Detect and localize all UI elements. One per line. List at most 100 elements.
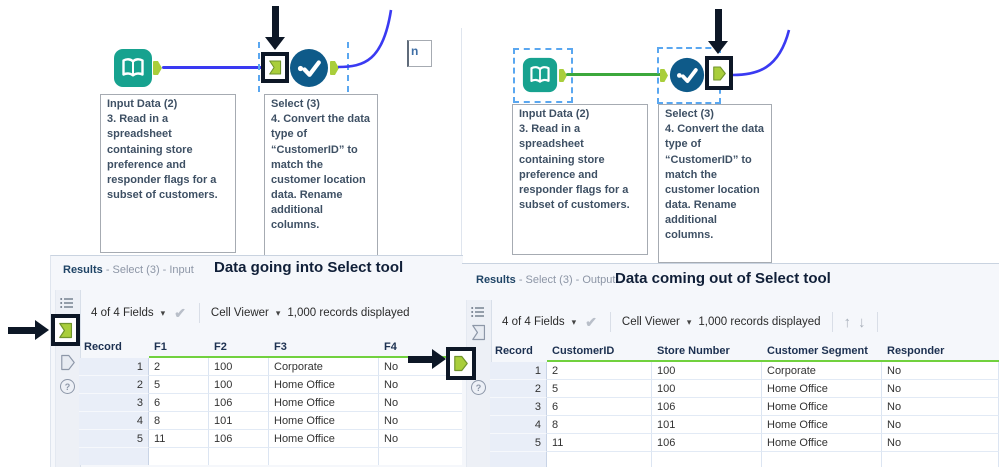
table-cell[interactable]: 2: [547, 362, 652, 380]
input-anchor[interactable]: [660, 69, 668, 82]
chevron-down-icon[interactable]: ▾: [275, 307, 281, 318]
tool-description: 3. Read in a spreadsheet containing stor…: [107, 113, 218, 202]
table-cell[interactable]: 101: [652, 416, 762, 434]
cell-viewer-dropdown[interactable]: Cell Viewer: [621, 316, 680, 328]
table-cell[interactable]: 2: [149, 358, 209, 376]
table-cell[interactable]: 106: [652, 398, 762, 416]
table-cell[interactable]: No: [882, 416, 999, 434]
table-cell[interactable]: 100: [652, 362, 762, 380]
chevron-down-icon[interactable]: ▾: [686, 316, 692, 327]
column-header[interactable]: Record: [495, 345, 533, 357]
input-data-tool-icon[interactable]: [522, 57, 558, 93]
table-cell[interactable]: No: [379, 412, 463, 430]
table-cell[interactable]: 5: [547, 380, 652, 398]
column-header[interactable]: Store Number: [652, 342, 762, 362]
cell-viewer-dropdown[interactable]: Cell Viewer: [210, 307, 269, 319]
clipped-text-box[interactable]: n: [407, 40, 432, 67]
column-header[interactable]: CustomerID: [547, 342, 652, 362]
table-cell[interactable]: 8: [547, 416, 652, 434]
chevron-down-icon[interactable]: ▾: [160, 307, 166, 318]
chevron-down-icon[interactable]: ▾: [571, 316, 577, 327]
connection-wire-curved-left[interactable]: [338, 8, 396, 70]
metadata-list-icon[interactable]: [60, 297, 74, 309]
comment-box-select[interactable]: Select (3) 4. Convert the data type of “…: [264, 94, 378, 256]
table-cell[interactable]: 8: [149, 412, 209, 430]
table-cell[interactable]: 100: [652, 380, 762, 398]
apply-check-icon[interactable]: ✔: [585, 313, 597, 330]
table-cell[interactable]: 106: [209, 394, 269, 412]
table-cell[interactable]: 101: [209, 412, 269, 430]
table-cell[interactable]: Home Office: [269, 376, 379, 394]
up-arrow-button[interactable]: ↑: [843, 313, 852, 331]
input-anchor-icon[interactable]: [268, 59, 282, 76]
table-row[interactable]: 4 8 101 Home Office No: [79, 412, 463, 430]
column-header[interactable]: Customer Segment: [762, 342, 882, 362]
table-row-partial[interactable]: [490, 452, 999, 467]
fields-dropdown[interactable]: 4 of 4 Fields: [91, 307, 154, 319]
column-header[interactable]: F3: [269, 338, 379, 358]
table-cell[interactable]: Home Office: [762, 416, 882, 434]
table-cell[interactable]: Home Office: [762, 434, 882, 452]
output-anchor-icon[interactable]: [712, 64, 726, 83]
table-cell[interactable]: No: [882, 434, 999, 452]
help-icon[interactable]: ?: [60, 379, 75, 394]
connection-wire-right-selected[interactable]: [566, 73, 662, 76]
table-row[interactable]: 2 5 100 Home Office No: [79, 376, 463, 394]
column-header[interactable]: Record: [84, 341, 122, 353]
output-anchor[interactable]: [559, 69, 567, 82]
table-row[interactable]: 1 2 100 Corporate No: [490, 362, 999, 380]
table-cell[interactable]: Home Office: [762, 398, 882, 416]
table-cell[interactable]: No: [882, 398, 999, 416]
comment-box-input-data[interactable]: Input Data (2) 3. Read in a spreadsheet …: [100, 94, 236, 253]
table-row[interactable]: 2 5 100 Home Office No: [490, 380, 999, 398]
table-row[interactable]: 5 11 106 Home Office No: [490, 434, 999, 452]
table-cell[interactable]: 100: [209, 376, 269, 394]
table-row-partial[interactable]: [79, 448, 463, 465]
table-row[interactable]: 1 2 100 Corporate No: [79, 358, 463, 376]
connection-wire-left[interactable]: [162, 66, 262, 69]
select-tool-icon[interactable]: [289, 48, 329, 88]
table-row[interactable]: 5 11 106 Home Office No: [79, 430, 463, 448]
input-anchor-icon-selected[interactable]: [58, 322, 73, 339]
table-cell[interactable]: 106: [652, 434, 762, 452]
table-cell[interactable]: Home Office: [269, 430, 379, 448]
output-anchor-icon[interactable]: [61, 354, 75, 371]
table-row[interactable]: 3 6 106 Home Office No: [490, 398, 999, 416]
select-tool-icon[interactable]: [669, 57, 705, 93]
table-cell[interactable]: Home Office: [762, 380, 882, 398]
down-arrow-button[interactable]: ↓: [858, 313, 866, 331]
table-row[interactable]: 3 6 106 Home Office No: [79, 394, 463, 412]
fields-dropdown[interactable]: 4 of 4 Fields: [502, 316, 565, 328]
comment-box-input-data[interactable]: Input Data (2) 3. Read in a spreadsheet …: [512, 104, 648, 255]
column-header[interactable]: Responder: [882, 342, 999, 362]
output-anchor-icon-selected[interactable]: [454, 355, 468, 372]
apply-check-icon[interactable]: ✔: [174, 304, 186, 321]
table-cell[interactable]: 11: [547, 434, 652, 452]
output-anchor[interactable]: [153, 61, 162, 75]
table-cell[interactable]: 6: [149, 394, 209, 412]
table-cell[interactable]: No: [379, 394, 463, 412]
table-row[interactable]: 4 8 101 Home Office No: [490, 416, 999, 434]
table-cell[interactable]: Corporate: [762, 362, 882, 380]
comment-box-select[interactable]: Select (3) 4. Convert the data type of “…: [658, 104, 772, 263]
table-cell[interactable]: 6: [547, 398, 652, 416]
table-cell[interactable]: Home Office: [269, 412, 379, 430]
column-header[interactable]: F2: [209, 338, 269, 358]
table-cell[interactable]: No: [882, 380, 999, 398]
table-cell[interactable]: No: [882, 362, 999, 380]
table-cell[interactable]: 106: [209, 430, 269, 448]
output-anchor[interactable]: [330, 61, 339, 75]
input-data-tool-icon[interactable]: [113, 48, 153, 88]
input-anchor-icon[interactable]: [472, 324, 486, 341]
tool-description: 4. Convert the data type of “CustomerID”…: [665, 123, 765, 242]
table-cell[interactable]: Home Office: [269, 394, 379, 412]
connection-wire-curved-right[interactable]: [733, 28, 795, 78]
table-cell[interactable]: 5: [149, 376, 209, 394]
metadata-list-icon[interactable]: [471, 306, 485, 318]
help-icon[interactable]: ?: [471, 380, 486, 395]
table-cell[interactable]: Corporate: [269, 358, 379, 376]
table-cell[interactable]: 100: [209, 358, 269, 376]
column-header[interactable]: F1: [149, 338, 209, 358]
table-cell[interactable]: 11: [149, 430, 209, 448]
table-cell[interactable]: No: [379, 430, 463, 448]
